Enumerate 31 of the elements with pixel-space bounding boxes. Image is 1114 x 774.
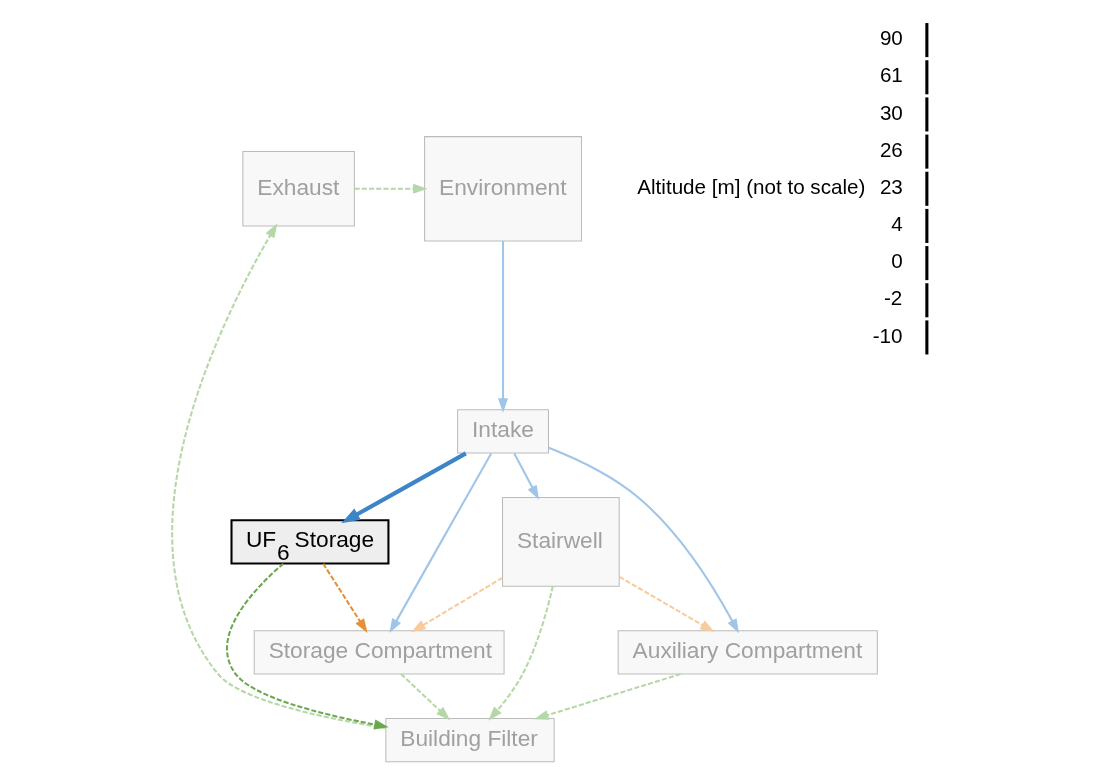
arrow — [512, 452, 539, 500]
node-box: Storage Compartment — [253, 630, 505, 675]
label: -2 — [883, 286, 902, 310]
node-box: Stairwell — [501, 496, 620, 587]
label: 23 — [879, 174, 903, 198]
label: Altitude [m] (not to scale) — [636, 174, 865, 198]
arrow — [547, 446, 739, 634]
label: 4 — [890, 212, 903, 236]
arrow — [618, 576, 715, 633]
arrow — [340, 451, 467, 524]
label: 30 — [879, 100, 903, 124]
label: 90 — [879, 26, 903, 50]
arrow — [399, 673, 450, 721]
arrow — [354, 183, 428, 194]
node-box: Exhaust — [241, 151, 355, 227]
label: 61 — [879, 63, 903, 87]
node-box: Building Filter — [384, 717, 555, 763]
label: 26 — [879, 137, 903, 161]
node-box: Environment — [423, 136, 582, 242]
arrow — [533, 673, 681, 720]
node-box: Intake — [456, 409, 549, 454]
arrow — [170, 223, 386, 730]
label: 0 — [890, 249, 903, 273]
arrow — [321, 563, 368, 634]
arrow — [225, 562, 389, 730]
arrow — [497, 241, 508, 413]
arrow — [388, 452, 492, 634]
arrow — [410, 576, 503, 633]
arrow — [487, 586, 554, 721]
node-box: Auxiliary Compartment — [617, 630, 878, 675]
label: -10 — [872, 323, 902, 347]
